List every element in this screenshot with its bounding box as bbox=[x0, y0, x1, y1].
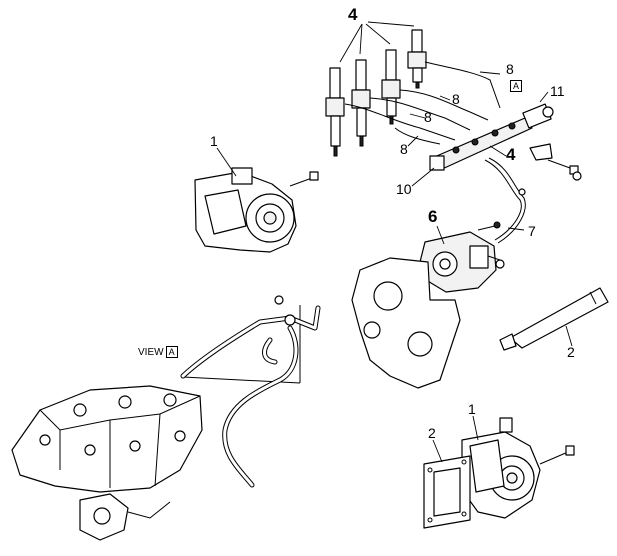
rail-to-pump-pipe bbox=[484, 157, 526, 244]
callout-8-lower: 8 bbox=[424, 109, 432, 125]
callout-4-rail: 4 bbox=[506, 145, 516, 164]
callout-11: 11 bbox=[550, 83, 565, 99]
injector-2 bbox=[351, 59, 371, 147]
callout-1-upper-pump: 1 bbox=[210, 133, 218, 149]
view-label-letter: A bbox=[165, 346, 178, 358]
callout-4-injectors: 4 bbox=[348, 5, 358, 24]
callout-8-bottom: 8 bbox=[400, 141, 408, 157]
injector-3 bbox=[381, 49, 401, 125]
view-label-text: VIEW bbox=[138, 347, 164, 358]
injector-4 bbox=[407, 29, 427, 89]
callout-1-lower-pump: 1 bbox=[468, 401, 476, 417]
vacuum-pump-top bbox=[194, 167, 319, 253]
injector-pipes bbox=[344, 61, 501, 145]
view-a-flag: A bbox=[510, 80, 523, 92]
gasket bbox=[423, 455, 471, 529]
callout-8-upper: 8 bbox=[506, 61, 514, 77]
leader-lines bbox=[216, 21, 573, 463]
callout-6: 6 bbox=[428, 207, 438, 226]
engine-front-cover bbox=[351, 257, 461, 389]
high-pressure-pump bbox=[419, 221, 505, 293]
sealant-tube bbox=[499, 287, 609, 351]
vacuum-pump-bottom bbox=[461, 417, 575, 519]
injector-1 bbox=[325, 67, 345, 157]
callout-8-middle: 8 bbox=[452, 91, 460, 107]
view-a-pipes bbox=[180, 295, 321, 488]
injector-set bbox=[325, 29, 427, 157]
callout-7: 7 bbox=[528, 223, 536, 239]
callout-2-sealant: 2 bbox=[567, 344, 575, 360]
common-rail bbox=[429, 103, 582, 181]
callout-10: 10 bbox=[396, 181, 412, 197]
cylinder-head bbox=[11, 385, 203, 541]
callout-2-gasket: 2 bbox=[428, 425, 436, 441]
